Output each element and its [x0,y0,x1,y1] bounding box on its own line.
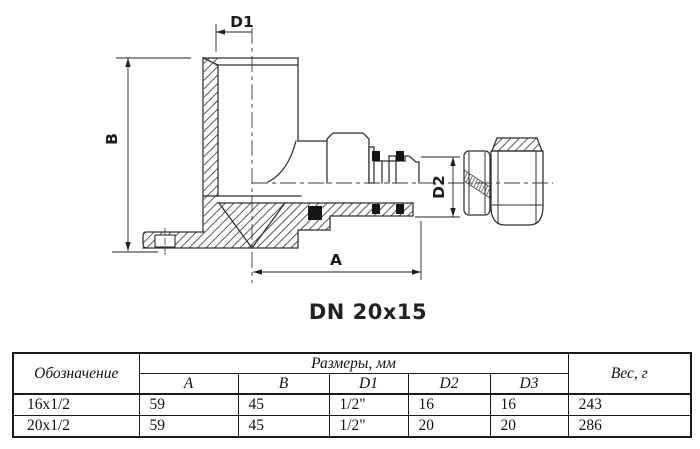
hex-collar [326,132,370,184]
cell-d1: 1/2" [328,393,409,416]
arrow-icon [125,242,131,251]
compression-nut-assembly [463,137,544,226]
dimension-a [253,221,422,280]
dimension-label-d2: D2 [430,175,448,199]
cell-d1: 1/2" [328,415,409,438]
dimension-d1 [215,24,252,52]
o-ring-upper-1 [372,151,380,161]
elbow-arc [267,140,297,183]
cell-weight: 243 [567,393,692,416]
spec-table: Обозначение Размеры, мм Вес, г A B D1 D2… [12,352,693,438]
drawing-caption: DN 20x15 [309,300,427,324]
arrow-icon [450,157,456,166]
technical-drawing: D1 B D2 A DN 20x15 [103,13,553,324]
col-header-dimensions: Размеры, мм [138,352,569,374]
col-header-d2: D2 [407,373,491,395]
cell-a: 59 [138,393,239,416]
dimension-label-b: B [103,133,121,145]
cell-d2: 16 [407,393,491,416]
cell-b: 45 [237,415,330,438]
arrow-icon [253,269,262,275]
col-header-b: B [237,373,330,395]
cone-seat [218,202,253,249]
fitting-body [142,57,414,249]
col-header-d1: D1 [328,373,409,395]
arrow-icon [125,58,131,67]
cell-b: 45 [237,393,330,416]
cell-weight: 286 [567,415,692,438]
mounting-flange [142,231,205,249]
centerlines [164,28,553,283]
nipple-tip [404,155,420,184]
section-outlet-hatch [298,203,413,230]
o-ring-lower-1 [372,204,380,214]
dimension-b [112,57,191,253]
col-header-a: A [138,373,239,395]
arrow-icon [412,269,421,275]
cell-a: 59 [138,415,239,438]
cell-d3: 16 [489,393,569,416]
dimension-label-a: A [330,251,342,269]
cell-designation: 16x1/2 [12,393,140,416]
col-header-designation: Обозначение [12,352,140,395]
o-ring-upper-2 [396,151,404,161]
col-header-weight: Вес, г [567,352,692,395]
o-ring-lower-2 [396,204,404,214]
arrow-icon [216,29,225,35]
split-ring-slit [463,169,491,199]
arrow-icon [450,208,456,217]
cell-d3: 20 [489,415,569,438]
col-header-d3: D3 [489,373,569,395]
table-row: 16x1/2 59 45 1/2" 16 16 243 [12,393,692,416]
section-wall-hatch [204,58,218,196]
dimension-d2 [415,156,460,218]
nut-body [490,150,544,226]
table-subheader-row: A B D1 D2 D3 [13,373,691,395]
nut-knurl [491,137,543,152]
seal-section [308,206,322,220]
section-bottom-hatch [204,203,298,248]
table-header-row: Обозначение Размеры, мм Вес, г [12,352,692,395]
dimension-label-d1: D1 [230,13,254,31]
cell-designation: 20x1/2 [12,415,140,438]
table-row: 20x1/2 59 45 1/2" 20 20 286 [12,415,692,438]
cell-d2: 20 [407,415,491,438]
